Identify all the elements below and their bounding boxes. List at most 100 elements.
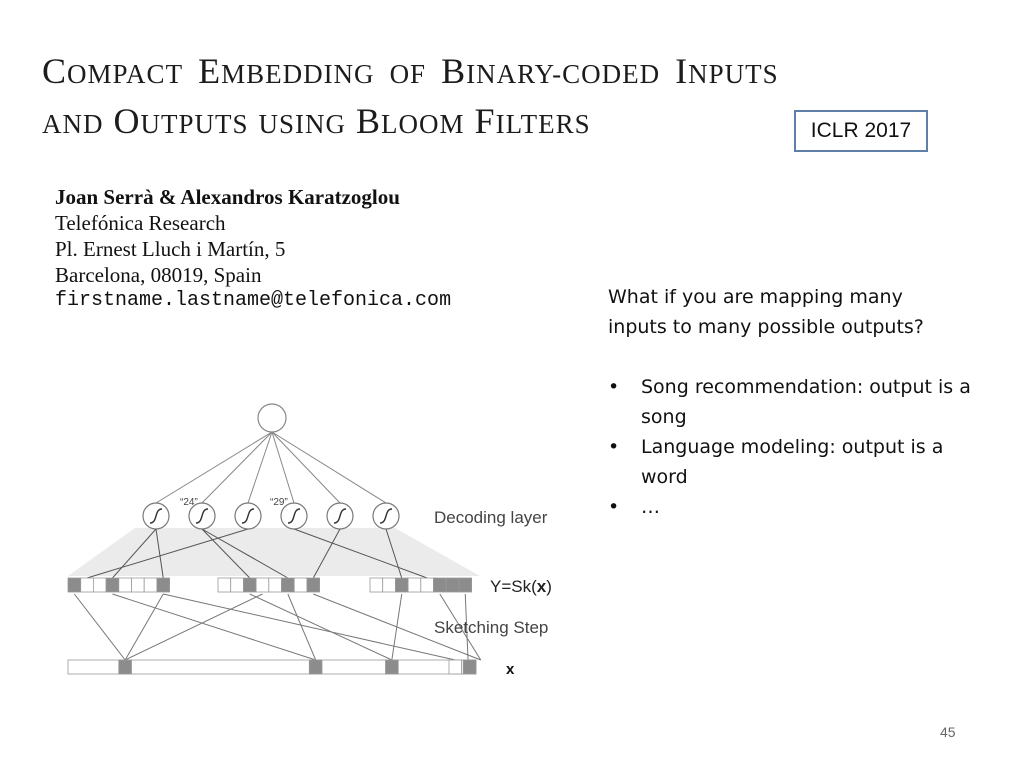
title-word: Binary-coded [441, 51, 661, 91]
edge-line [155, 528, 164, 579]
sigmoid-unit [326, 502, 354, 530]
x-vector-label: x [506, 661, 515, 678]
title-word: Embedding [198, 51, 375, 91]
y-cell [131, 577, 145, 593]
bullet-marker: • [608, 496, 620, 518]
x-cell [118, 659, 132, 675]
connection-lines [73, 431, 482, 661]
author-email: firstname.lastname@telefonica.com [55, 289, 452, 312]
decoding-units [142, 502, 400, 530]
title-word: and [42, 109, 104, 139]
y-cell [105, 577, 120, 593]
bullet-text: … [641, 496, 660, 518]
y-vector [67, 577, 472, 593]
y-cell [445, 577, 460, 593]
x-cell [308, 659, 323, 675]
y-cell [230, 577, 244, 593]
edge-line [385, 528, 403, 579]
question-text: What if you are mapping many inputs to m… [608, 286, 924, 338]
edge-line [201, 528, 289, 579]
bullet-list: • Song recommendation: output is a song •… [608, 372, 998, 522]
title-word: of [389, 59, 427, 89]
title-word: Compact [42, 51, 184, 91]
sigmoid-curve-icon [241, 508, 255, 524]
y-cell [433, 577, 447, 593]
edge-line [155, 431, 273, 504]
y-cell [458, 577, 472, 593]
y-cell [118, 577, 132, 593]
y-cell [268, 577, 282, 593]
author-address-line-2: Barcelona, 08019, Spain [55, 263, 262, 287]
bullet-item: •… [608, 492, 971, 522]
bullet-marker: • [608, 436, 620, 458]
arrow-line [124, 593, 164, 661]
y-cell [407, 577, 422, 593]
arrow-line [464, 593, 469, 661]
edge-line [293, 528, 428, 579]
y-cell [255, 577, 270, 593]
arrow-line [112, 593, 316, 661]
sigmoid-curve-icon [287, 508, 301, 524]
y-cell [242, 577, 257, 593]
unit-label-24: “24” [180, 497, 198, 508]
sigmoid-curve-icon [149, 508, 163, 524]
y-cell [369, 577, 384, 593]
y-cell [217, 577, 232, 593]
bullet-item: • Song recommendation: output is a song [608, 372, 971, 432]
venue-badge: ICLR 2017 [794, 110, 928, 152]
arrow-line [313, 593, 481, 661]
decoding-shading [68, 528, 480, 576]
y-cell [293, 577, 308, 593]
author-names: Joan Serrà & Alexandros Karatzoglou [55, 185, 400, 209]
arrow-line [73, 593, 126, 661]
edge-line [86, 528, 249, 579]
author-address-line-1: Pl. Ernest Lluch i Martín, 5 [55, 237, 286, 261]
arrow-line [439, 593, 482, 661]
sigmoid-unit [234, 502, 262, 530]
title-line-1: Compact Embedding of Binary-coded Inputs [42, 50, 779, 92]
x-cell [448, 659, 463, 675]
arrow-line [163, 593, 456, 661]
bullet-item: • Language modeling: output is a word [608, 432, 971, 492]
y-cell [281, 577, 295, 593]
y-sketch-label: Y=Sk(x) [490, 577, 552, 596]
page-number: 45 [940, 724, 956, 740]
arrow-line [287, 593, 317, 661]
edge-line [312, 528, 341, 579]
unit-label-29: “29” [270, 497, 288, 508]
sigmoid-unit [280, 502, 308, 530]
arrow-line [124, 593, 263, 661]
x-cell [462, 659, 477, 675]
edge-line [201, 528, 251, 579]
y-cell [80, 577, 94, 593]
title-word: Inputs [675, 51, 779, 91]
sigmoid-curve-icon [333, 508, 347, 524]
sigmoid-curve-icon [379, 508, 393, 524]
edge-line [271, 431, 295, 504]
y-cell [93, 577, 107, 593]
y-cell [156, 577, 171, 593]
x-vector [67, 659, 477, 675]
bullet-text: Language modeling: output is a word [641, 436, 944, 488]
title-word: Outputs [113, 101, 249, 141]
author-block: Joan Serrà & Alexandros Karatzoglou Tele… [55, 184, 451, 314]
bullet-marker: • [608, 376, 620, 398]
title-word: using [258, 109, 347, 139]
y-cell [67, 577, 82, 593]
bloom-filter-diagram: “24” “29” Decoding layer Y=Sk(x) Sketchi… [67, 403, 552, 678]
edge-line [271, 431, 341, 504]
bullet-text: Song recommendation: output is a song [641, 376, 971, 428]
title-line-2: and Outputs using Bloom Filters [42, 100, 591, 142]
x-cell [385, 659, 399, 675]
author-affiliation: Telefónica Research [55, 211, 226, 235]
sigmoid-unit [188, 502, 216, 530]
title-word: Filters [474, 101, 591, 141]
sigmoid-unit [372, 502, 400, 530]
sketching-step-label: Sketching Step [434, 618, 548, 637]
edge-line [112, 528, 157, 579]
edge-line [271, 431, 387, 504]
sigmoid-curve-icon [195, 508, 209, 524]
output-node [257, 403, 287, 433]
y-cell [143, 577, 158, 593]
edge-line [201, 431, 273, 504]
